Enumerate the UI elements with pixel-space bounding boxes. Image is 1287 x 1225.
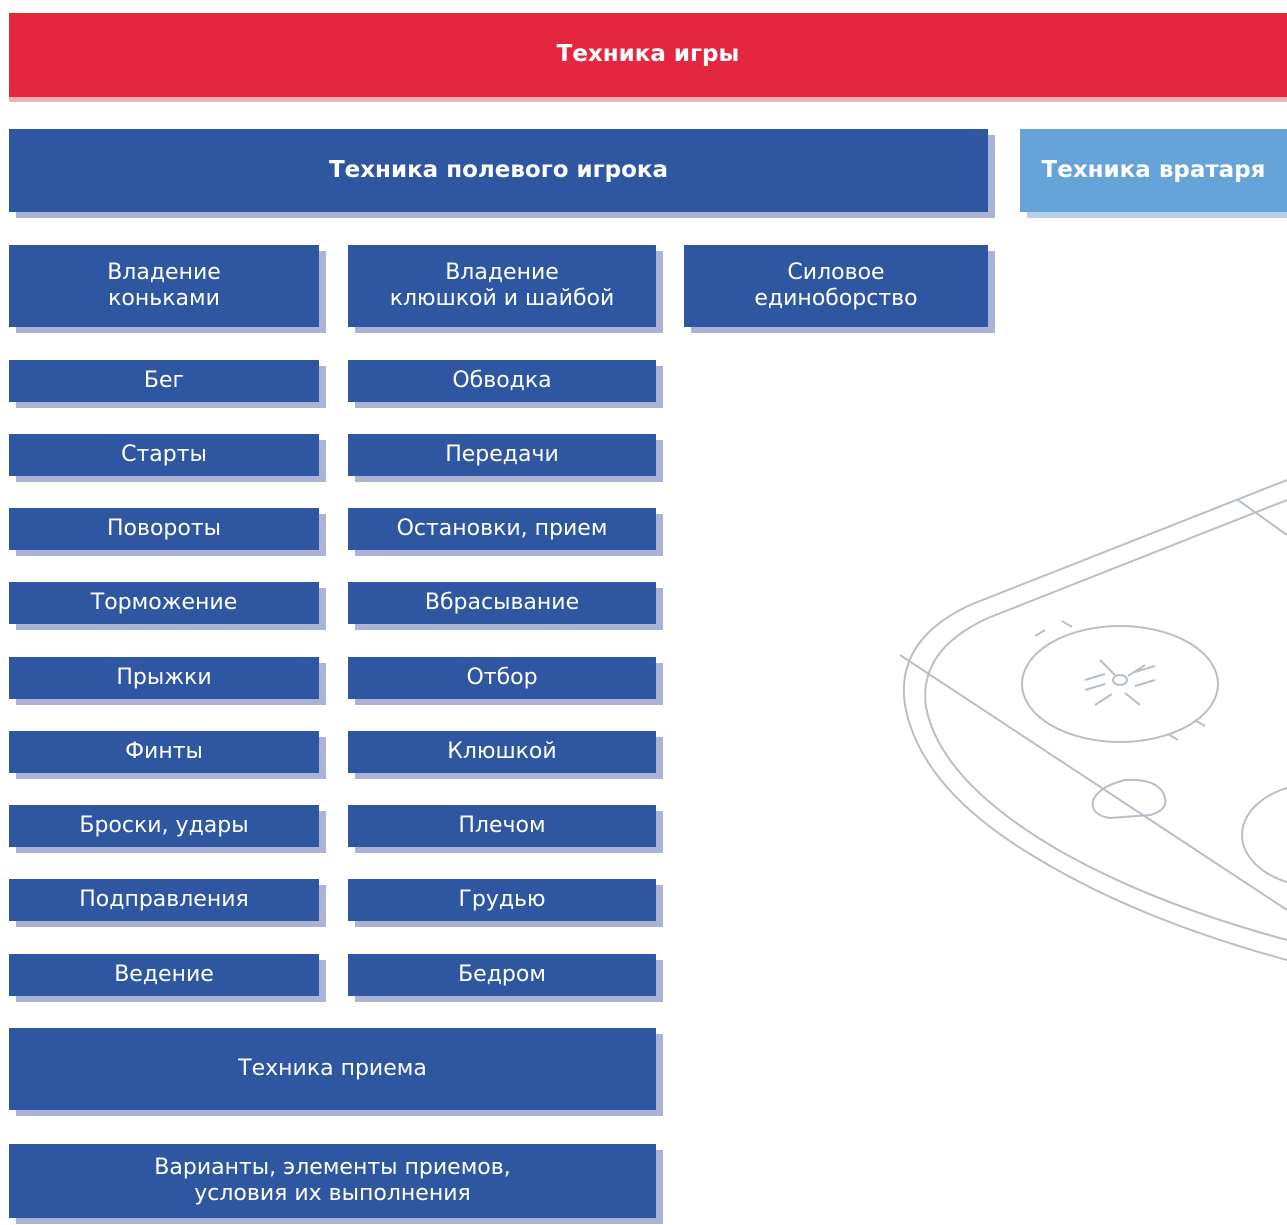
stick-item: Передачи — [348, 434, 656, 476]
skating-item-label: Финты — [125, 738, 203, 764]
rink-boards-outer — [902, 479, 1287, 961]
category-stick-puck: Владение клюшкой и шайбой — [348, 245, 656, 327]
skating-item: Старты — [9, 434, 319, 476]
stick-item-label: Обводка — [452, 367, 552, 393]
rink-faceoff-circle — [1021, 625, 1219, 743]
stick-item-label: Отбор — [466, 664, 538, 690]
skating-item: Торможение — [9, 582, 319, 624]
skating-item-label: Торможение — [90, 589, 238, 615]
stick-item: Отбор — [348, 657, 656, 699]
skating-item-label: Повороты — [106, 515, 222, 541]
box-goalkeeper-technique: Техника вратаря — [1020, 129, 1287, 212]
category-stick-puck-label: Владение клюшкой и шайбой — [389, 259, 615, 311]
stick-item: Клюшкой — [348, 731, 656, 773]
stick-item-label: Бедром — [458, 961, 546, 987]
stick-item-label: Остановки, прием — [396, 515, 608, 541]
skating-item-label: Прыжки — [116, 664, 212, 690]
stick-item-label: Грудью — [458, 886, 546, 912]
rink-faceoff-dot — [1112, 674, 1128, 686]
stick-item: Обводка — [348, 360, 656, 402]
box-technique-execution-label: Техника приема — [238, 1055, 427, 1081]
box-technique-execution: Техника приема — [9, 1028, 656, 1110]
skating-item-label: Подправления — [79, 886, 249, 912]
rink-boards-inner — [924, 499, 1287, 941]
skating-item-label: Бег — [143, 367, 185, 393]
stick-item: Грудью — [348, 879, 656, 921]
rink-faceoff-circle-partial — [1241, 786, 1287, 884]
stick-item: Остановки, прием — [348, 508, 656, 550]
stick-item: Вбрасывание — [348, 582, 656, 624]
stick-item-label: Плечом — [458, 812, 546, 838]
skating-item: Бег — [9, 360, 319, 402]
rink-hash-marks — [1034, 620, 1206, 741]
skating-item: Подправления — [9, 879, 319, 921]
rink-end-line — [899, 654, 1287, 911]
rink-blue-line — [1237, 499, 1287, 536]
header-game-technique-label: Техника игры — [556, 41, 740, 68]
skating-item-label: Старты — [121, 441, 207, 467]
category-skating: Владение коньками — [9, 245, 319, 327]
skating-item: Повороты — [9, 508, 319, 550]
skating-item-label: Броски, удары — [79, 812, 249, 838]
header-game-technique: Техника игры — [9, 13, 1287, 97]
box-variants-elements: Варианты, элементы приемов, условия их в… — [9, 1144, 656, 1218]
box-goalkeeper-technique-label: Техника вратаря — [1041, 156, 1266, 183]
stick-item-label: Вбрасывание — [424, 589, 580, 615]
category-body-checking: Силовое единоборство — [684, 245, 988, 327]
box-field-player-technique-label: Техника полевого игрока — [328, 156, 669, 183]
skating-item-label: Ведение — [114, 961, 214, 987]
box-variants-elements-label: Варианты, элементы приемов, условия их в… — [154, 1154, 511, 1206]
skating-item: Финты — [9, 731, 319, 773]
box-field-player-technique: Техника полевого игрока — [9, 129, 988, 212]
skating-item: Прыжки — [9, 657, 319, 699]
rink-faceoff-spot — [1084, 659, 1156, 706]
skating-item: Ведение — [9, 954, 319, 996]
stick-item: Плечом — [348, 805, 656, 847]
category-skating-label: Владение коньками — [107, 259, 221, 311]
rink-goal-crease — [1091, 778, 1167, 820]
skating-item: Броски, удары — [9, 805, 319, 847]
stick-item-label: Клюшкой — [447, 738, 557, 764]
category-body-checking-label: Силовое единоборство — [754, 259, 918, 311]
stick-item-label: Передачи — [445, 441, 559, 467]
stick-item: Бедром — [348, 954, 656, 996]
